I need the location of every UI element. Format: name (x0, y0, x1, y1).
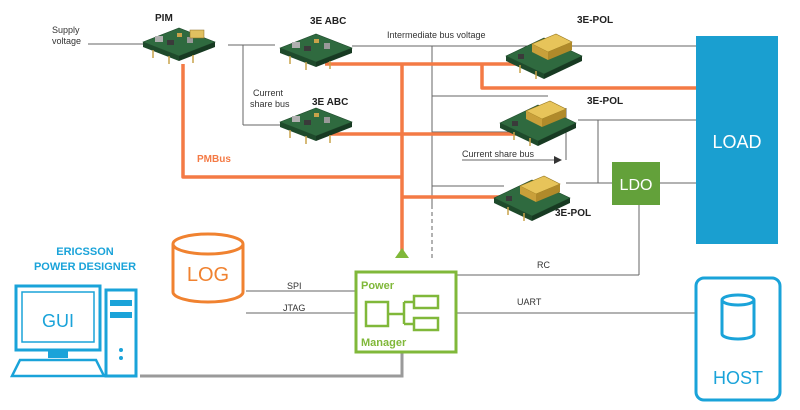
load-label: LOAD (712, 132, 761, 152)
pol-bottom-label: 3E-POL (555, 208, 591, 219)
spi-label: SPI (287, 281, 302, 291)
supply-voltage-label-2: voltage (52, 36, 81, 46)
pol-module-top (505, 33, 583, 80)
gui-to-manager-line (140, 352, 404, 378)
arrow-icon (554, 156, 562, 164)
pol-module-mid (499, 100, 577, 147)
epd-label-2: POWER DESIGNER (34, 261, 136, 273)
pmbus-label: PMBus (197, 154, 231, 165)
database-icon (720, 293, 756, 341)
current-share-bus-left-label-2: share bus (250, 99, 290, 109)
load-block: LOAD (696, 36, 778, 244)
ldo-label: LDO (620, 177, 653, 194)
rc-label: RC (537, 260, 550, 270)
gui-label: GUI (42, 311, 74, 331)
abc-module-mid (279, 107, 353, 145)
abc-top-label: 3E ABC (310, 16, 346, 27)
supply-voltage-label-1: Supply (52, 25, 80, 35)
pim-label: PIM (155, 13, 173, 24)
abc-mid-label: 3E ABC (312, 97, 348, 108)
power-manager-block: Power Manager (354, 270, 458, 354)
pmbus-arrow-icon (395, 248, 409, 258)
epd-label-1: ERICSSON (56, 246, 114, 258)
block-diagram-icon (364, 294, 440, 332)
log-database: LOG (171, 232, 245, 304)
intermediate-bus-label: Intermediate bus voltage (387, 30, 486, 40)
pmbus-lines (181, 62, 696, 258)
gray-wiring (88, 43, 696, 314)
log-label: LOG (187, 264, 229, 286)
power-manager-label-1: Power (361, 280, 395, 292)
pol-top-label: 3E-POL (577, 15, 613, 26)
power-manager-label-2: Manager (361, 337, 407, 349)
ldo-block: LDO (612, 162, 660, 205)
current-share-bus-left-label-1: Current (253, 88, 284, 98)
current-share-bus-right-label: Current share bus (462, 149, 535, 159)
pol-mid-label: 3E-POL (587, 96, 623, 107)
host-label: HOST (713, 368, 763, 388)
pim-module (142, 27, 216, 65)
host-server: HOST (694, 276, 782, 402)
jtag-label: JTAG (283, 303, 305, 313)
uart-label: UART (517, 297, 542, 307)
desktop-computer-icon: GUI (9, 284, 138, 378)
